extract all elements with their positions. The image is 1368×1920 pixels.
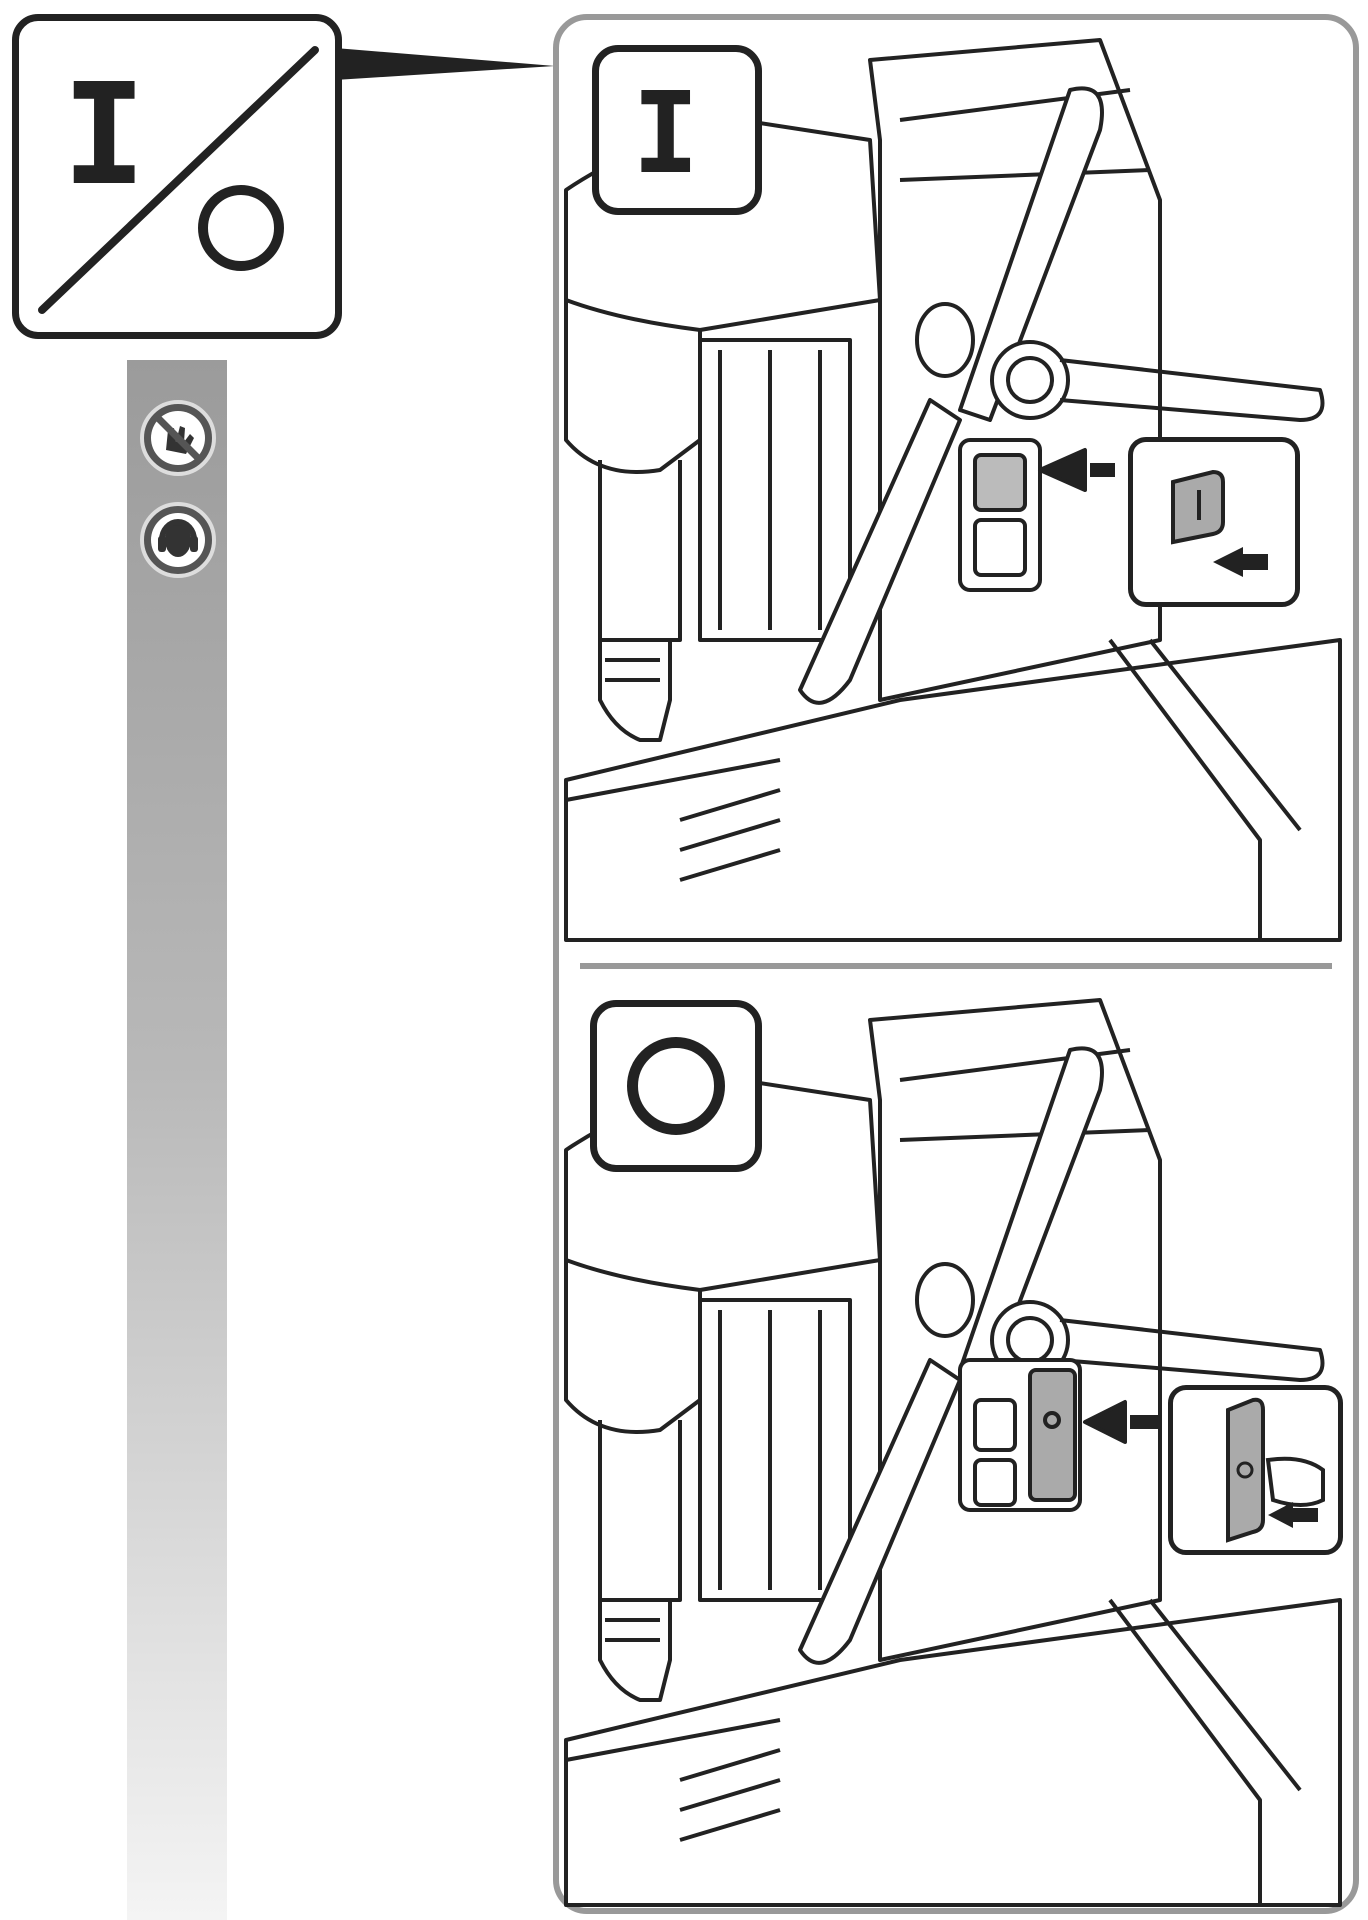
safety-sidebar	[127, 360, 227, 1920]
step-on-symbol: I	[632, 69, 700, 199]
on-symbol: I	[62, 54, 147, 217]
pointer-wedge	[335, 48, 555, 80]
off-symbol-circle	[198, 185, 284, 271]
step-off-symbol-circle	[627, 1037, 725, 1135]
no-gloves-icon	[140, 400, 216, 476]
top-panel-machine	[564, 38, 1342, 942]
ear-protection-icon	[140, 502, 216, 578]
slash-divider	[38, 46, 319, 314]
bottom-panel-machine	[564, 998, 1342, 1907]
off-button-detail	[1168, 1385, 1343, 1555]
panel-divider	[580, 963, 1332, 969]
step-off-badge	[590, 1000, 762, 1172]
press-off-button-icon	[1226, 1397, 1325, 1543]
on-button-detail	[1128, 437, 1300, 607]
step-on-badge	[592, 45, 762, 215]
press-on-button-icon	[1171, 469, 1268, 577]
